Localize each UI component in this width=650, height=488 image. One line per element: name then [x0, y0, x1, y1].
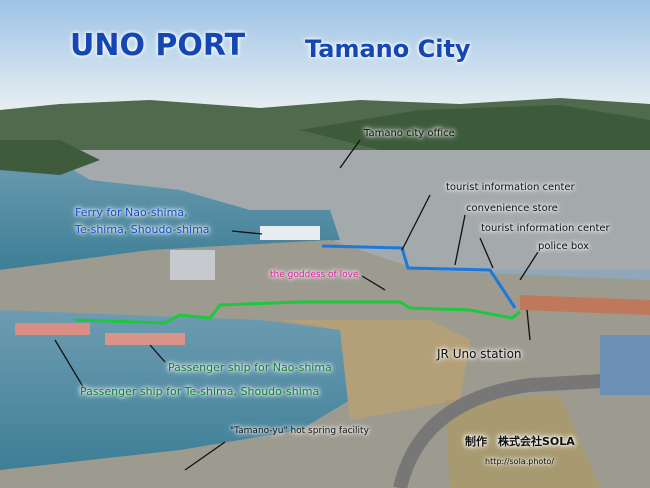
label-city-office: Tamano city office: [364, 128, 455, 139]
label-goddess-of-love: the goddess of love: [270, 270, 359, 280]
credit-url: http://sola.photo/: [485, 457, 555, 466]
label-ferry-line1: Ferry for Nao-shima,: [75, 206, 188, 219]
label-police-box: police box: [538, 241, 589, 252]
label-convenience-store: convenience store: [466, 203, 558, 214]
label-ferry-line2: Te-shima, Shoudo-shima: [75, 223, 210, 236]
title-main: UNO PORT: [70, 28, 246, 63]
pointer-arrows: [54, 139, 539, 471]
label-ship-nao-shima: Passenger ship for Nao-shima: [168, 361, 332, 374]
title-sub: Tamano City: [305, 35, 471, 63]
green-route-line: [74, 300, 521, 325]
credit-maker: 制作 株式会社SOLA: [465, 435, 575, 448]
label-hot-spring: "Tamano-yu" hot spring facility: [230, 426, 369, 436]
label-tourist-info-1: tourist information center: [446, 182, 575, 193]
label-jr-uno-station: JR Uno station: [437, 347, 522, 361]
label-tourist-info-2: tourist information center: [481, 223, 610, 234]
blue-route-line: [321, 244, 517, 309]
label-ship-te-shima: Passenger ship for Te-shima, Shoudo-shim…: [80, 385, 320, 398]
